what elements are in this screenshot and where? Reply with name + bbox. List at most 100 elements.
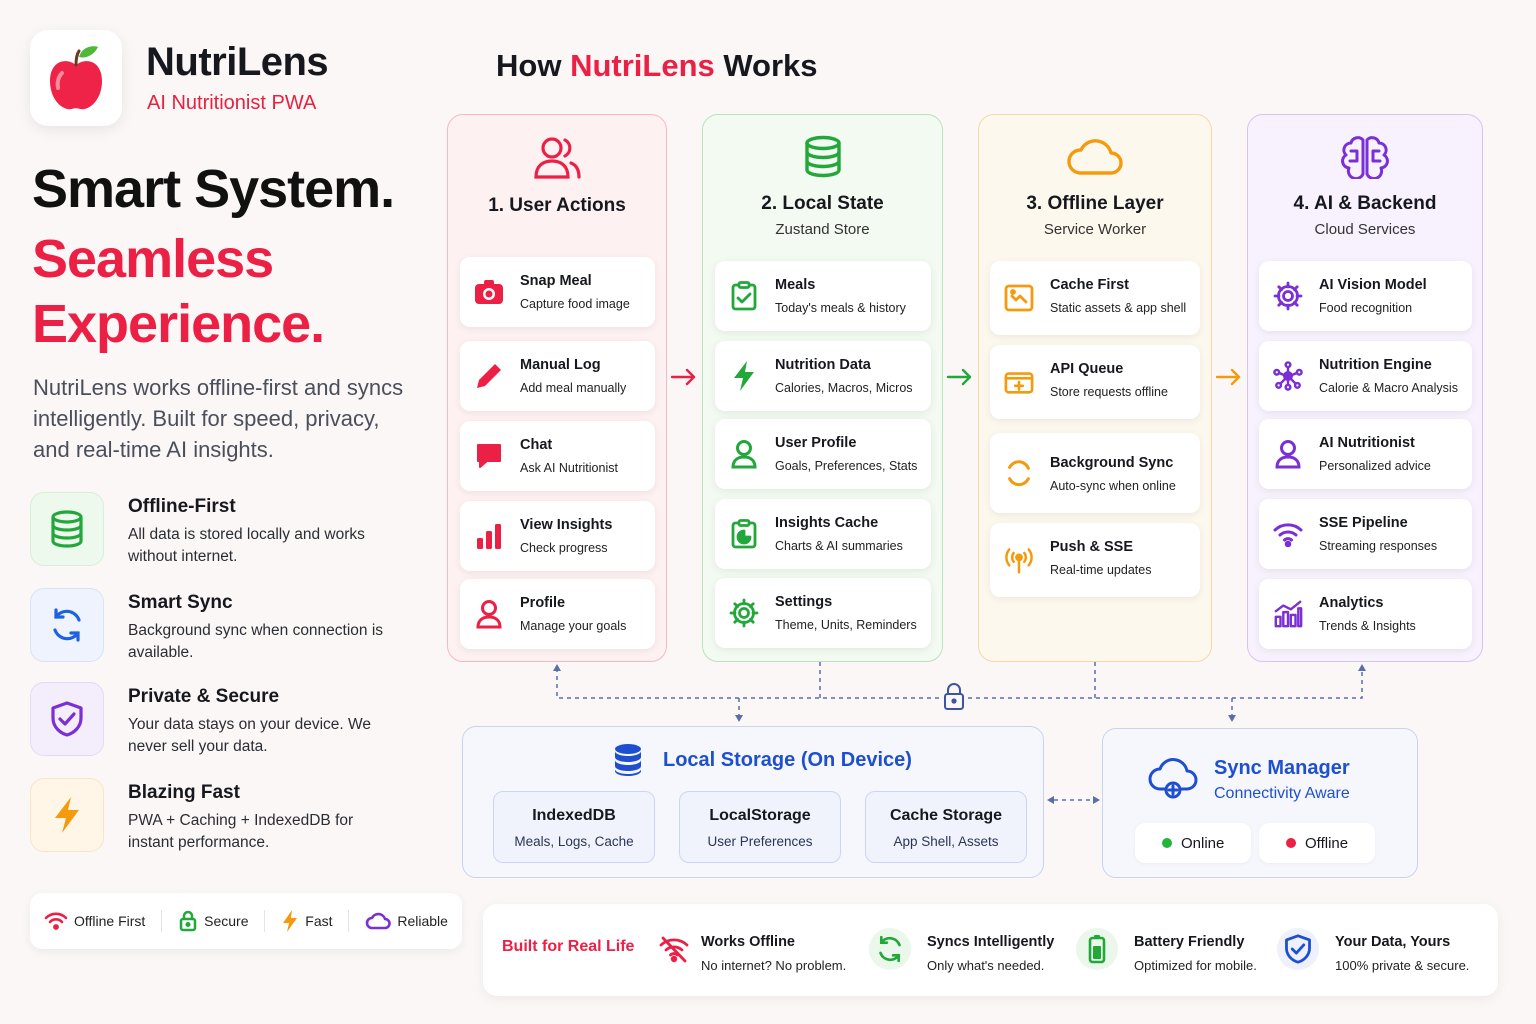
broadcast-icon bbox=[1004, 545, 1034, 575]
strip-label: Built for Real Life bbox=[502, 938, 635, 955]
card-title: Background Sync bbox=[1050, 455, 1174, 471]
card-api-queue[interactable]: API Queue Store requests offline bbox=[990, 345, 1200, 419]
gear-icon bbox=[729, 598, 759, 628]
card-title: Push & SSE bbox=[1050, 539, 1133, 555]
card-subtitle: Store requests offline bbox=[1050, 385, 1168, 399]
item-syncs-intelligently: Syncs Intelligently Only what's needed. bbox=[869, 926, 1069, 978]
lock-icon bbox=[179, 910, 197, 932]
card-settings[interactable]: Settings Theme, Units, Reminders bbox=[715, 578, 931, 648]
card-subtitle: Manage your goals bbox=[520, 619, 627, 633]
card-analytics[interactable]: Analytics Trends & Insights bbox=[1259, 579, 1472, 649]
bolt-icon bbox=[283, 910, 298, 932]
card-title: AI Vision Model bbox=[1319, 277, 1427, 293]
item-desc: 100% private & secure. bbox=[1335, 958, 1470, 973]
card-subtitle: Calorie & Macro Analysis bbox=[1319, 381, 1458, 395]
column-title: 2. Local State bbox=[761, 193, 884, 214]
card-subtitle: Personalized advice bbox=[1319, 459, 1431, 473]
cloud-upload-icon bbox=[1148, 758, 1198, 799]
item-battery-friendly: Battery Friendly Optimized for mobile. bbox=[1076, 926, 1276, 978]
card-manual-log[interactable]: Manual Log Add meal manually bbox=[460, 341, 655, 411]
item-title: Your Data, Yours bbox=[1335, 934, 1451, 950]
card-meals[interactable]: Meals Today's meals & history bbox=[715, 261, 931, 331]
app-logo bbox=[30, 30, 122, 126]
badge-label: Secure bbox=[204, 913, 249, 929]
column-subtitle: Cloud Services bbox=[1314, 221, 1416, 238]
card-cache-first[interactable]: Cache First Static assets & app shell bbox=[990, 261, 1200, 335]
local-storage-panel: Local Storage (On Device) IndexedDB Meal… bbox=[462, 726, 1044, 878]
feature-title: Offline-First bbox=[128, 496, 236, 517]
card-title: Manual Log bbox=[520, 357, 601, 373]
divider bbox=[161, 910, 163, 932]
card-ai-vision-model[interactable]: AI Vision Model Food recognition bbox=[1259, 261, 1472, 331]
card-background-sync[interactable]: Background Sync Auto-sync when online bbox=[990, 433, 1200, 513]
card-title: Snap Meal bbox=[520, 273, 592, 289]
shield-check-icon bbox=[1277, 928, 1319, 970]
column-offline-layer: 3. Offline Layer Service Worker Cache Fi… bbox=[978, 114, 1212, 662]
card-title: Nutrition Engine bbox=[1319, 357, 1432, 373]
store-subtitle: Meals, Logs, Cache bbox=[514, 834, 634, 849]
card-nutrition-data[interactable]: Nutrition Data Calories, Macros, Micros bbox=[715, 341, 931, 411]
diagram-title: How NutriLens Works bbox=[496, 48, 818, 84]
card-user-profile[interactable]: User Profile Goals, Preferences, Stats bbox=[715, 419, 931, 489]
card-subtitle: Charts & AI summaries bbox=[775, 539, 903, 553]
sync-icon bbox=[869, 928, 911, 970]
queue-icon bbox=[1004, 367, 1034, 397]
user-icon bbox=[474, 599, 504, 629]
card-title: Nutrition Data bbox=[775, 357, 871, 373]
store-subtitle: App Shell, Assets bbox=[893, 834, 999, 849]
feature-desc: All data is stored locally and works wit… bbox=[128, 526, 365, 565]
card-sse-pipeline[interactable]: SSE Pipeline Streaming responses bbox=[1259, 499, 1472, 569]
feature-title: Private & Secure bbox=[128, 686, 280, 707]
badge-reliable: Reliable bbox=[365, 911, 448, 931]
database-icon bbox=[30, 492, 104, 566]
card-title: Meals bbox=[775, 277, 816, 293]
sync-manager-title: Sync Manager bbox=[1214, 757, 1350, 779]
bar-chart-icon bbox=[474, 521, 504, 551]
card-view-insights[interactable]: View Insights Check progress bbox=[460, 501, 655, 571]
card-ai-nutritionist[interactable]: AI Nutritionist Personalized advice bbox=[1259, 419, 1472, 489]
card-chat[interactable]: Chat Ask AI Nutritionist bbox=[460, 421, 655, 491]
item-title: Works Offline bbox=[701, 934, 795, 950]
card-subtitle: Today's meals & history bbox=[775, 301, 906, 315]
local-storage-title: Local Storage (On Device) bbox=[663, 749, 912, 771]
card-subtitle: Ask AI Nutritionist bbox=[520, 461, 618, 475]
store-subtitle: User Preferences bbox=[707, 834, 813, 849]
cloud-icon bbox=[979, 135, 1211, 177]
card-push-sse[interactable]: Push & SSE Real-time updates bbox=[990, 523, 1200, 597]
online-dot bbox=[1162, 838, 1172, 848]
sync-icon bbox=[30, 588, 104, 662]
card-snap-meal[interactable]: Snap Meal Capture food image bbox=[460, 257, 655, 327]
network-icon bbox=[1273, 361, 1303, 391]
offline-dot bbox=[1286, 838, 1296, 848]
badge-label: Reliable bbox=[397, 913, 448, 929]
card-insights-cache[interactable]: Insights Cache Charts & AI summaries bbox=[715, 499, 931, 569]
feature-smart-sync: Smart Sync Background sync when connecti… bbox=[30, 588, 430, 664]
database-icon bbox=[703, 135, 942, 179]
card-subtitle: Calories, Macros, Micros bbox=[775, 381, 913, 395]
card-subtitle: Food recognition bbox=[1319, 301, 1413, 315]
card-title: Insights Cache bbox=[775, 515, 879, 531]
battery-icon bbox=[1076, 928, 1118, 970]
shield-check-icon bbox=[30, 682, 104, 756]
column-ai-backend: 4. AI & Backend Cloud Services AI Vision… bbox=[1247, 114, 1483, 662]
card-subtitle: Real-time updates bbox=[1050, 563, 1152, 577]
sync-manager-panel: Sync Manager Connectivity Aware Online O… bbox=[1102, 728, 1418, 878]
feature-title: Smart Sync bbox=[128, 592, 233, 613]
gear-icon bbox=[1273, 281, 1303, 311]
user-icon bbox=[729, 439, 759, 469]
status-label: Online bbox=[1181, 834, 1225, 852]
status-offline: Offline bbox=[1259, 823, 1375, 863]
card-profile[interactable]: Profile Manage your goals bbox=[460, 579, 655, 649]
column-user-actions: 1. User Actions Snap Meal Capture food i… bbox=[447, 114, 667, 662]
feature-desc: Your data stays on your device. We never… bbox=[128, 716, 371, 755]
card-nutrition-engine[interactable]: Nutrition Engine Calorie & Macro Analysi… bbox=[1259, 341, 1472, 411]
wifi-icon bbox=[44, 912, 68, 930]
card-title: AI Nutritionist bbox=[1319, 435, 1415, 451]
column-title: 3. Offline Layer bbox=[1026, 193, 1164, 214]
column-title: 1. User Actions bbox=[488, 195, 626, 216]
sync-manager-subtitle: Connectivity Aware bbox=[1214, 785, 1350, 802]
column-subtitle: Zustand Store bbox=[775, 221, 870, 238]
status-label: Offline bbox=[1305, 834, 1349, 852]
bolt-icon bbox=[30, 778, 104, 852]
